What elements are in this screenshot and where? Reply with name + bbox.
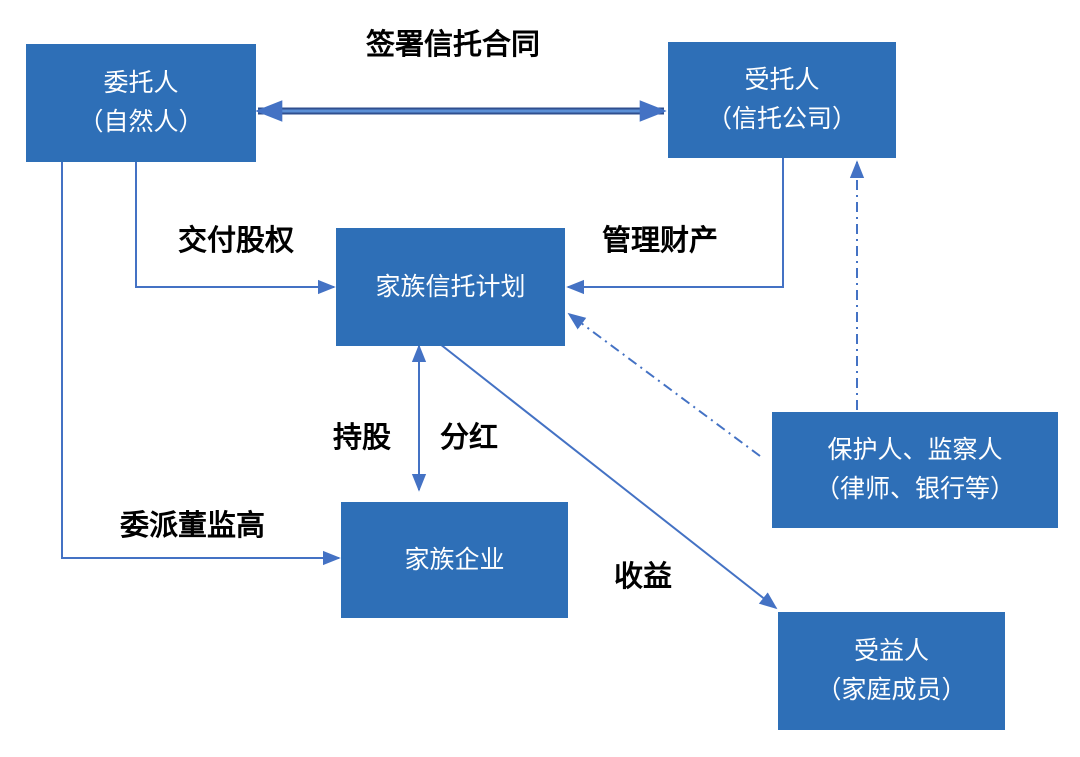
supervise-plan-arrow bbox=[567, 312, 761, 457]
deliver-equity-arrow bbox=[135, 162, 336, 295]
trustee-subtitle: （信托公司） bbox=[706, 104, 857, 133]
family-business-node: 家族企业 bbox=[341, 502, 568, 618]
protector-node: 保护人、监察人 （律师、银行等） bbox=[772, 412, 1058, 528]
protector-subtitle: （律师、银行等） bbox=[814, 474, 1015, 503]
trustee-node: 受托人 （信托公司） bbox=[668, 42, 896, 158]
beneficiary-node: 受益人 （家庭成员） bbox=[778, 612, 1005, 730]
manage-property-label: 管理财产 bbox=[602, 223, 719, 257]
protector-title: 保护人、监察人 bbox=[827, 435, 1003, 465]
deliver-equity-label: 交付股权 bbox=[178, 223, 295, 257]
beneficiary-subtitle: （家庭成员） bbox=[816, 675, 967, 704]
dividends-label: 分红 bbox=[440, 420, 499, 454]
income-label: 收益 bbox=[614, 559, 673, 593]
trustee-title: 受托人 bbox=[744, 65, 820, 95]
sign-contract-label: 签署信托合同 bbox=[366, 27, 541, 61]
hold-shares-label: 持股 bbox=[333, 420, 392, 454]
settlor-title: 委托人 bbox=[103, 68, 179, 98]
beneficiary-title: 受益人 bbox=[853, 636, 929, 666]
family-business-title: 家族企业 bbox=[404, 544, 505, 574]
manage-property-arrow bbox=[566, 158, 784, 295]
settlor-subtitle: （自然人） bbox=[78, 107, 204, 136]
trust-plan-node: 家族信托计划 bbox=[336, 228, 565, 346]
trust-plan-title: 家族信托计划 bbox=[375, 271, 526, 301]
appoint-directors-label: 委派董监高 bbox=[120, 508, 266, 542]
settlor-node: 委托人 （自然人） bbox=[26, 44, 256, 162]
income-arrow bbox=[439, 343, 778, 610]
appoint-directors-arrow bbox=[61, 162, 341, 566]
